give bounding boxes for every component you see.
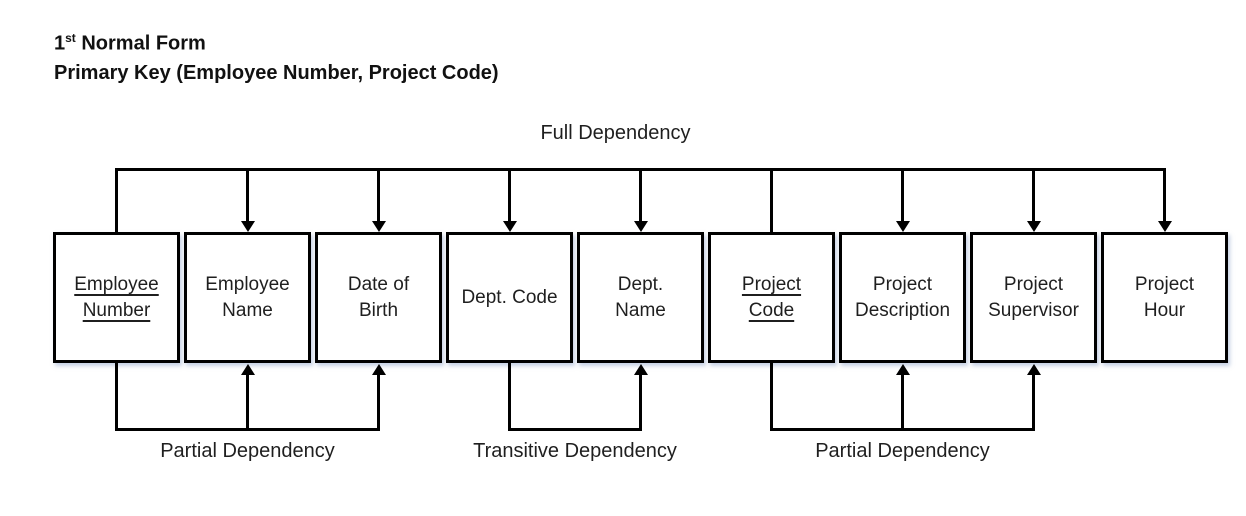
full-dependency-arrow-line-date-of-birth [377, 168, 380, 223]
bottom-dependency-label-1: Transitive Dependency [473, 440, 677, 462]
title-ordinal: st [65, 31, 76, 45]
full-dependency-arrow-line-project-supervisor [1032, 168, 1035, 223]
entity-label-project-supervisor: Project Supervisor [988, 274, 1079, 321]
title-rest: Normal Form [75, 32, 206, 55]
entity-label-employee-name: Employee Name [205, 274, 290, 321]
full-dependency-arrowhead-employee-name [240, 221, 255, 232]
bottom-dep-2-arrowhead-project-description [895, 364, 910, 375]
bottom-dependency-label-2: Partial Dependency [815, 440, 990, 462]
full-dependency-arrowhead-project-hour [1157, 221, 1172, 232]
entity-label-employee-number: Employee Number [74, 274, 159, 321]
entity-box-project-code: Project Code [708, 232, 835, 363]
entity-box-project-hour: Project Hour [1101, 232, 1228, 363]
attribute-boxes-row: Employee Number Employee Name Date of Birt… [53, 232, 1228, 363]
entity-label-project-description: Project Description [854, 274, 951, 321]
entity-box-date-of-birth: Date of Birth [315, 232, 442, 363]
full-dependency-arrowhead-date-of-birth [371, 221, 386, 232]
bottom-dep-1-base-line [508, 428, 642, 431]
title-number: 1 [54, 32, 66, 55]
full-dependency-arrow-line-dept-name [639, 168, 642, 223]
bottom-dep-2-source-line [770, 363, 773, 431]
bottom-dep-2-arrow-line-project-supervisor [1032, 372, 1035, 431]
bottom-dep-0-arrowhead-employee-name [240, 364, 255, 375]
full-dependency-arrow-line-employee-name [246, 168, 249, 223]
bottom-dep-2-arrow-line-project-description [901, 372, 904, 431]
bottom-dep-1-arrowhead-dept-name [633, 364, 648, 375]
bottom-dep-1-source-line [508, 363, 511, 431]
full-dependency-arrow-line-dept-code [508, 168, 511, 223]
title-line-1: 1st Normal Form [54, 24, 499, 59]
bottom-dep-0-arrow-line-employee-name [246, 372, 249, 431]
full-dependency-arrow-line-project-description [901, 168, 904, 223]
entity-box-project-description: Project Description [839, 232, 966, 363]
title-line-2: Primary Key (Employee Number, Project Co… [54, 61, 499, 84]
entity-box-employee-name: Employee Name [184, 232, 311, 363]
bottom-dep-1-arrow-line-dept-name [639, 372, 642, 431]
full-dependency-label: Full Dependency [540, 122, 691, 144]
entity-box-dept-name: Dept. Name [577, 232, 704, 363]
entity-label-date-of-birth: Date of Birth [347, 274, 410, 321]
bottom-dep-0-arrowhead-date-of-birth [371, 364, 386, 375]
entity-label-project-hour: Project Hour [1134, 274, 1195, 321]
entity-box-dept-code: Dept. Code [446, 232, 573, 363]
bottom-dep-0-arrow-line-date-of-birth [377, 372, 380, 431]
bottom-dep-0-source-line [115, 363, 118, 431]
bottom-dependency-label-0: Partial Dependency [160, 440, 335, 462]
full-dependency-arrowhead-project-description [895, 221, 910, 232]
full-dependency-arrow-line-project-hour [1163, 168, 1166, 223]
entity-label-project-code: Project Code [741, 274, 802, 321]
entity-box-project-supervisor: Project Supervisor [970, 232, 1097, 363]
bottom-dep-2-arrowhead-project-supervisor [1026, 364, 1041, 375]
page-title: 1st Normal Form Primary Key (Employee Nu… [54, 24, 499, 88]
full-dependency-source-line-employee-number [115, 168, 118, 232]
entity-box-employee-number: Employee Number [53, 232, 180, 363]
full-dependency-arrowhead-dept-code [502, 221, 517, 232]
full-dependency-arrowhead-project-supervisor [1026, 221, 1041, 232]
entity-label-dept-code: Dept. Code [461, 286, 558, 308]
full-dependency-source-line-project-code [770, 168, 773, 232]
full-dependency-arrowhead-dept-name [633, 221, 648, 232]
entity-label-dept-name: Dept. Name [615, 274, 666, 321]
